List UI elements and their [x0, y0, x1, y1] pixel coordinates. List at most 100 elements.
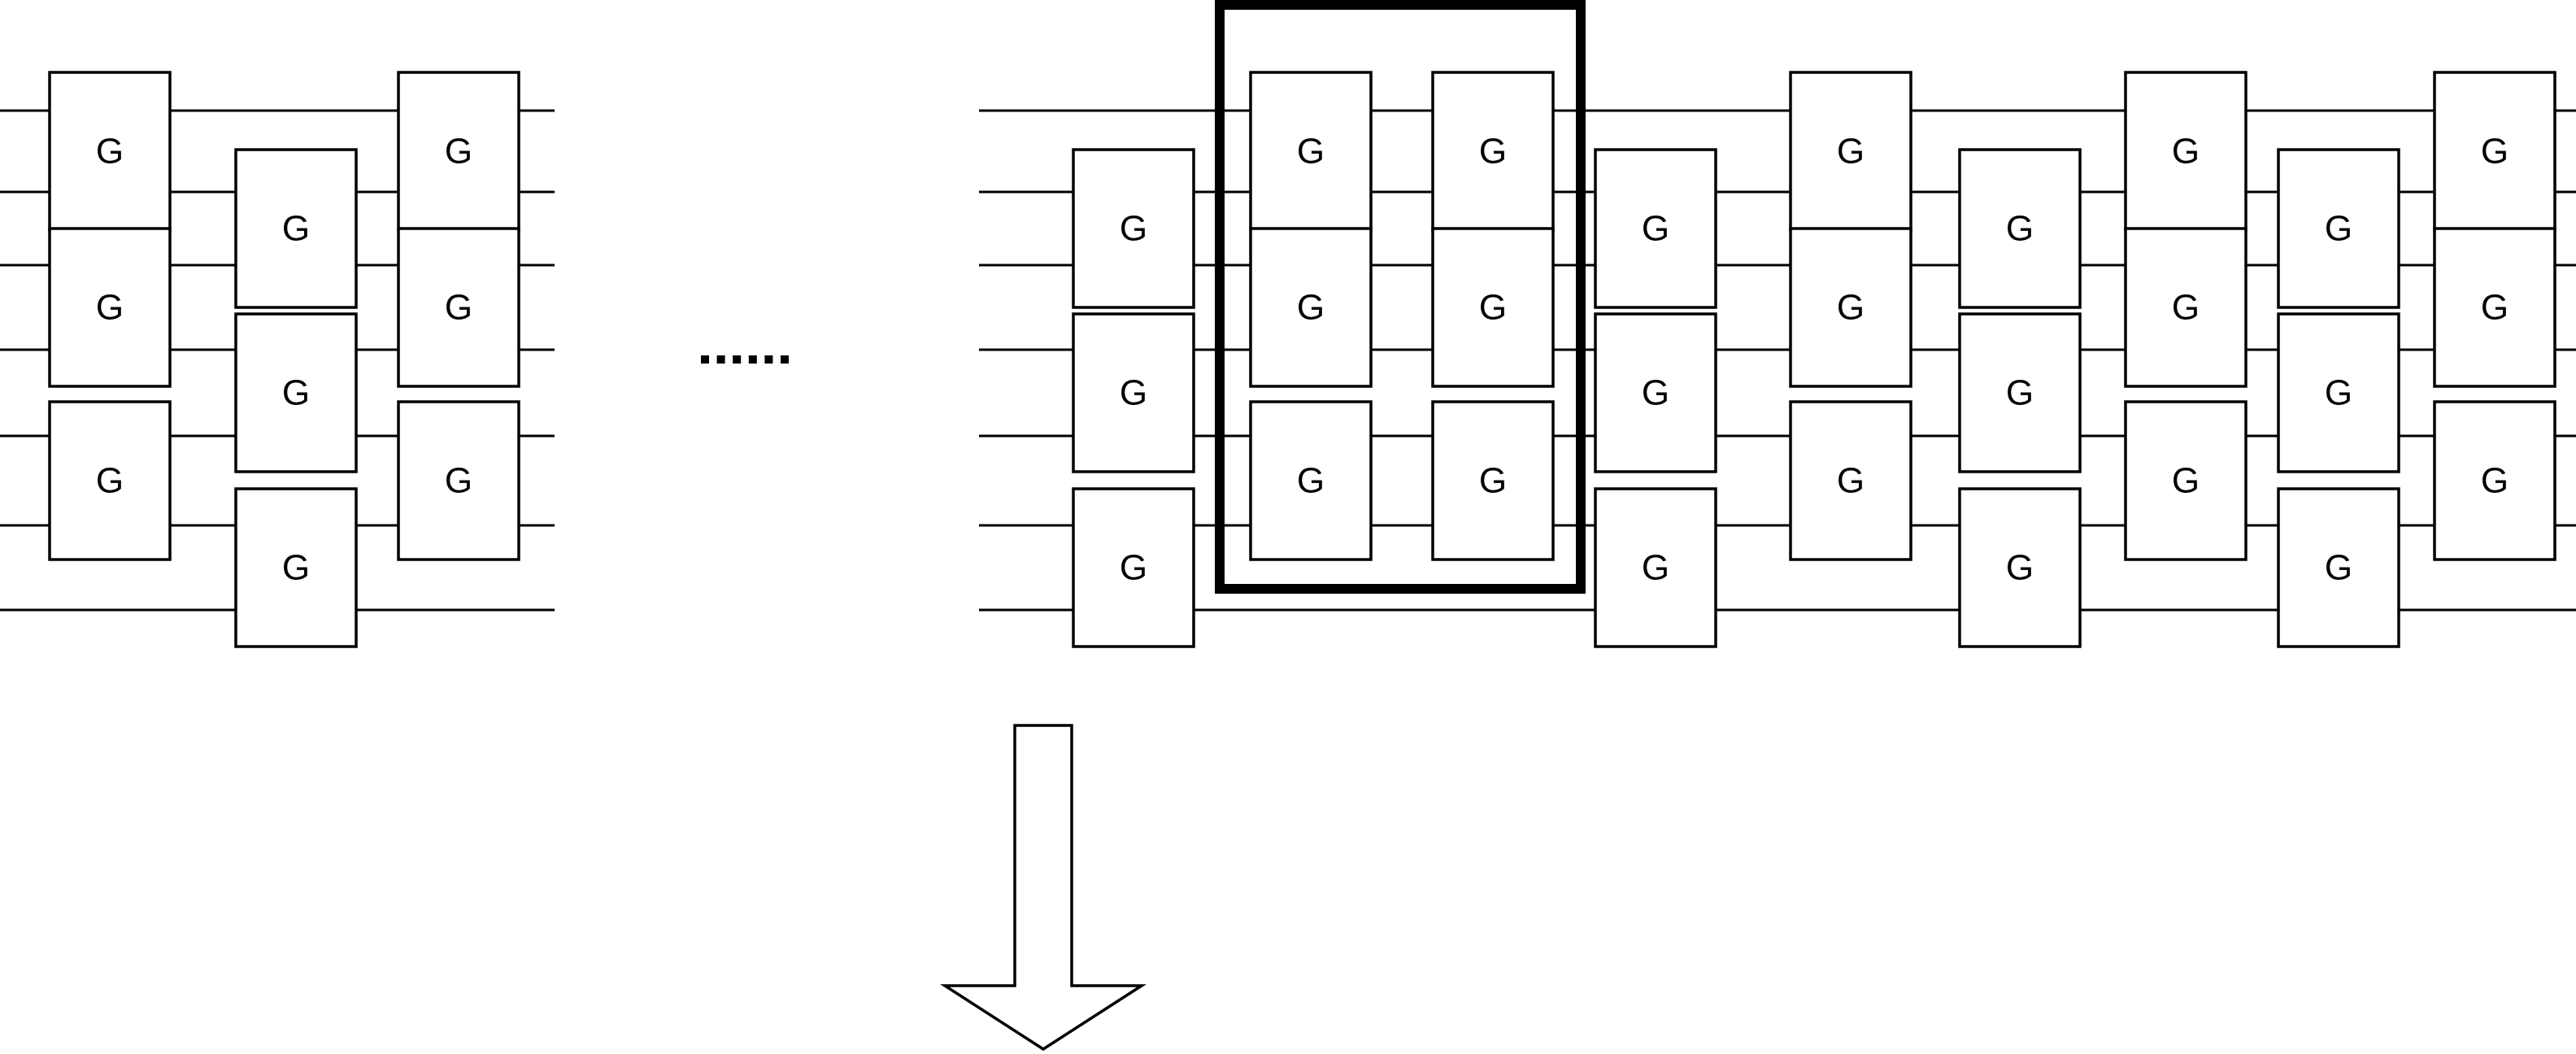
gate: G	[1072, 312, 1195, 473]
highlight-group	[1215, 0, 1586, 594]
gate: G	[1594, 148, 1717, 309]
gate-box	[1072, 148, 1195, 309]
gate-box	[234, 312, 358, 473]
gate-label: G	[2325, 209, 2352, 249]
down-arrow-icon	[940, 724, 1147, 1052]
gate: G	[1789, 227, 1912, 388]
gate-box	[2433, 71, 2556, 232]
gate-label: G	[282, 548, 310, 588]
gate-label: G	[96, 461, 124, 501]
gate: G	[2277, 487, 2400, 648]
gate-box	[48, 227, 172, 388]
gate-box	[1958, 487, 2082, 648]
gate-label: G	[282, 209, 310, 249]
ellipsis-dot	[764, 355, 773, 364]
gate-label: G	[1479, 288, 1507, 328]
gate: G	[2433, 227, 2556, 388]
gate-label: G	[1837, 132, 1865, 172]
gate-box	[2124, 400, 2247, 561]
gate-label: G	[1642, 373, 1669, 413]
gate-box	[234, 148, 358, 309]
gate-label: G	[2481, 461, 2509, 501]
gate-label: G	[1120, 209, 1147, 249]
gate-label: G	[96, 288, 124, 328]
gate-label: G	[445, 288, 472, 328]
gate-box	[1594, 487, 1717, 648]
gate-label: G	[1297, 461, 1325, 501]
gate-box	[1789, 227, 1912, 388]
gate: G	[1958, 487, 2082, 648]
gate: G	[1249, 400, 1373, 561]
gate-box	[1249, 71, 1373, 232]
ellipsis-dot	[748, 355, 757, 364]
gate-box	[2277, 148, 2400, 309]
gate-label: G	[2172, 288, 2200, 328]
gate-label: G	[2481, 132, 2509, 172]
gate-box	[1249, 227, 1373, 388]
gate-box	[1594, 312, 1717, 473]
gate: G	[1431, 400, 1555, 561]
gate: G	[2277, 312, 2400, 473]
gate-box	[1431, 400, 1555, 561]
gate-box	[1958, 148, 2082, 309]
gate: G	[1789, 400, 1912, 561]
gate-box	[2124, 227, 2247, 388]
gate: G	[48, 71, 172, 232]
gate-label: G	[1837, 288, 1865, 328]
gate-label: G	[1120, 373, 1147, 413]
gate: G	[2124, 227, 2247, 388]
gate: G	[1431, 227, 1555, 388]
gate: G	[2277, 148, 2400, 309]
gate: G	[397, 400, 520, 561]
gate-box	[234, 487, 358, 648]
gate: G	[1958, 148, 2082, 309]
gate-box	[1072, 487, 1195, 648]
gate-box	[2277, 312, 2400, 473]
gate-label: G	[1297, 288, 1325, 328]
gate-box	[1958, 312, 2082, 473]
gate: G	[2433, 71, 2556, 232]
gate: G	[234, 312, 358, 473]
gate-label: G	[2325, 373, 2352, 413]
gate-label: G	[1297, 132, 1325, 172]
gate-label: G	[445, 132, 472, 172]
gate: G	[234, 487, 358, 648]
gate-label: G	[2006, 209, 2034, 249]
gate-label: G	[445, 461, 472, 501]
gate: G	[397, 227, 520, 388]
gate-label: G	[1642, 548, 1669, 588]
gate-box	[2277, 487, 2400, 648]
gate: G	[2124, 400, 2247, 561]
gate-label: G	[1120, 548, 1147, 588]
gate: G	[1431, 71, 1555, 232]
gate: G	[1249, 227, 1373, 388]
ellipsis-dot	[733, 355, 742, 364]
gate-label: G	[2172, 461, 2200, 501]
gate: G	[1789, 71, 1912, 232]
ellipsis	[701, 355, 789, 364]
ellipsis-dot	[716, 355, 725, 364]
arrow-group	[940, 724, 1147, 1052]
gate-label: G	[1837, 461, 1865, 501]
gate-box	[48, 400, 172, 561]
gate-box	[1249, 400, 1373, 561]
gate: G	[1072, 487, 1195, 648]
highlight-frame	[1215, 0, 1586, 594]
gate-box	[1431, 227, 1555, 388]
gate-box	[1072, 312, 1195, 473]
gate-box	[2433, 227, 2556, 388]
gate: G	[48, 400, 172, 561]
gate: G	[1249, 71, 1373, 232]
gate-label: G	[2006, 373, 2034, 413]
gate: G	[234, 148, 358, 309]
gate-box	[2433, 400, 2556, 561]
gate-box	[1594, 148, 1717, 309]
gate: G	[48, 227, 172, 388]
gate: G	[1594, 487, 1717, 648]
gate: G	[2124, 71, 2247, 232]
gate-label: G	[2481, 288, 2509, 328]
